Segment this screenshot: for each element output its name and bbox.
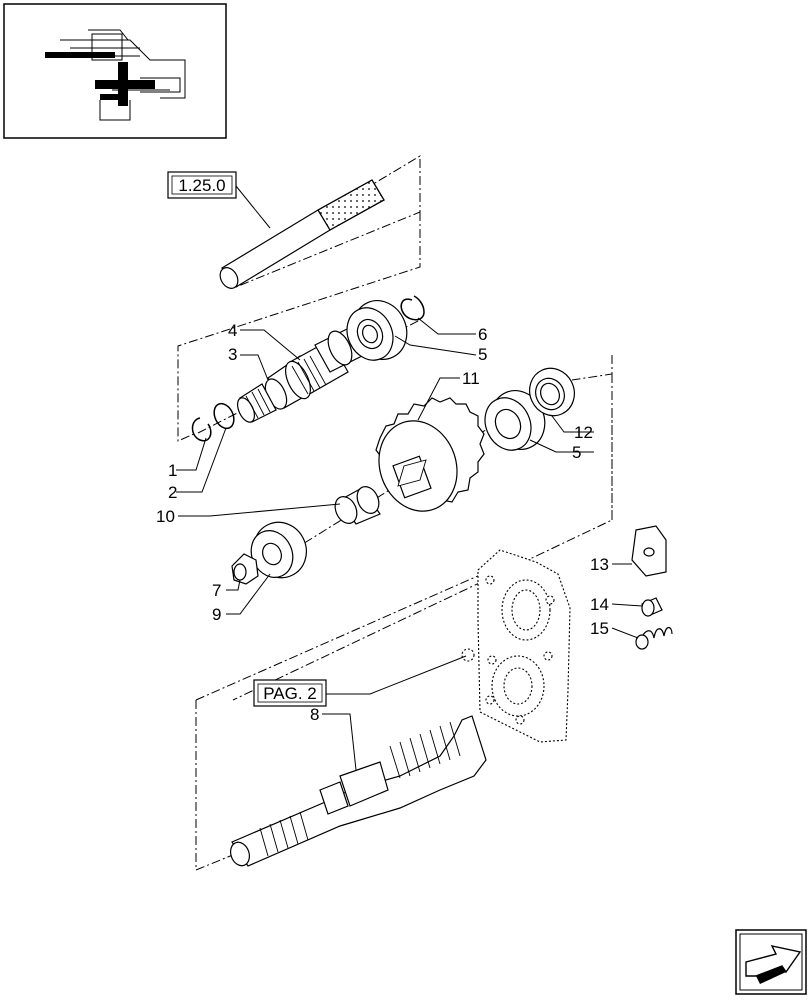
upper-shaft <box>219 179 385 289</box>
callout-5-upper: 5 <box>478 345 487 364</box>
group-ref-label[interactable]: 1.25.0 <box>178 176 225 195</box>
leader-line <box>394 335 477 356</box>
callout-9: 9 <box>212 605 221 624</box>
callout-6: 6 <box>478 325 487 344</box>
circlip-6 <box>400 295 425 321</box>
callout-11: 11 <box>462 369 480 388</box>
callout-7: 7 <box>212 581 221 600</box>
spring-15 <box>635 626 673 650</box>
callout-13: 13 <box>590 555 609 574</box>
circlip-1 <box>191 417 212 442</box>
leader-line <box>226 573 271 615</box>
leader-line <box>176 427 227 493</box>
leader-line <box>611 603 643 607</box>
leader-line <box>176 437 207 471</box>
callout-5-lower: 5 <box>572 443 581 462</box>
leader-line <box>240 329 301 361</box>
leader-line <box>240 354 269 381</box>
needle-bearing-3 <box>237 383 277 423</box>
page-ref-label[interactable]: PAG. 2 <box>263 684 317 703</box>
phantom-line <box>195 700 241 871</box>
main-shaft-8 <box>229 715 487 867</box>
next-page-arrow-icon[interactable] <box>735 929 807 995</box>
plate-13 <box>631 525 667 577</box>
bearing-5-lower <box>484 390 546 451</box>
ref-box-group[interactable]: 1.25.0 <box>167 171 237 199</box>
callout-15: 15 <box>590 619 609 638</box>
callout-2: 2 <box>168 483 177 502</box>
leader-line <box>326 655 467 695</box>
callout-12: 12 <box>574 423 593 442</box>
nut-7 <box>231 553 259 585</box>
callout-1: 1 <box>168 461 177 480</box>
seal-12 <box>529 367 575 417</box>
ring-2 <box>213 402 235 430</box>
leader-line <box>417 377 460 421</box>
leader-line <box>322 713 357 771</box>
locator-thumbnail[interactable] <box>3 3 227 139</box>
pin-14 <box>641 597 663 617</box>
leader-line <box>551 415 594 433</box>
gear-11 <box>375 397 485 512</box>
phantom-line <box>177 212 421 442</box>
callout-8: 8 <box>310 705 319 724</box>
phantom-line <box>571 355 613 381</box>
leader-line <box>226 579 241 591</box>
callout-3: 3 <box>228 345 237 364</box>
leader-line <box>417 317 476 335</box>
housing <box>461 549 571 743</box>
leader-line <box>529 439 594 453</box>
callout-4: 4 <box>228 321 237 340</box>
phantom-line <box>195 574 481 701</box>
leader-line <box>611 627 639 639</box>
callout-14: 14 <box>590 595 609 614</box>
bearing-5-upper <box>346 300 408 361</box>
ref-box-page[interactable]: PAG. 2 <box>253 679 327 707</box>
callout-10: 10 <box>156 507 175 526</box>
leader-line <box>178 503 341 517</box>
leader-line <box>235 185 271 229</box>
spacer-10 <box>334 486 381 525</box>
phantom-line <box>232 374 613 701</box>
